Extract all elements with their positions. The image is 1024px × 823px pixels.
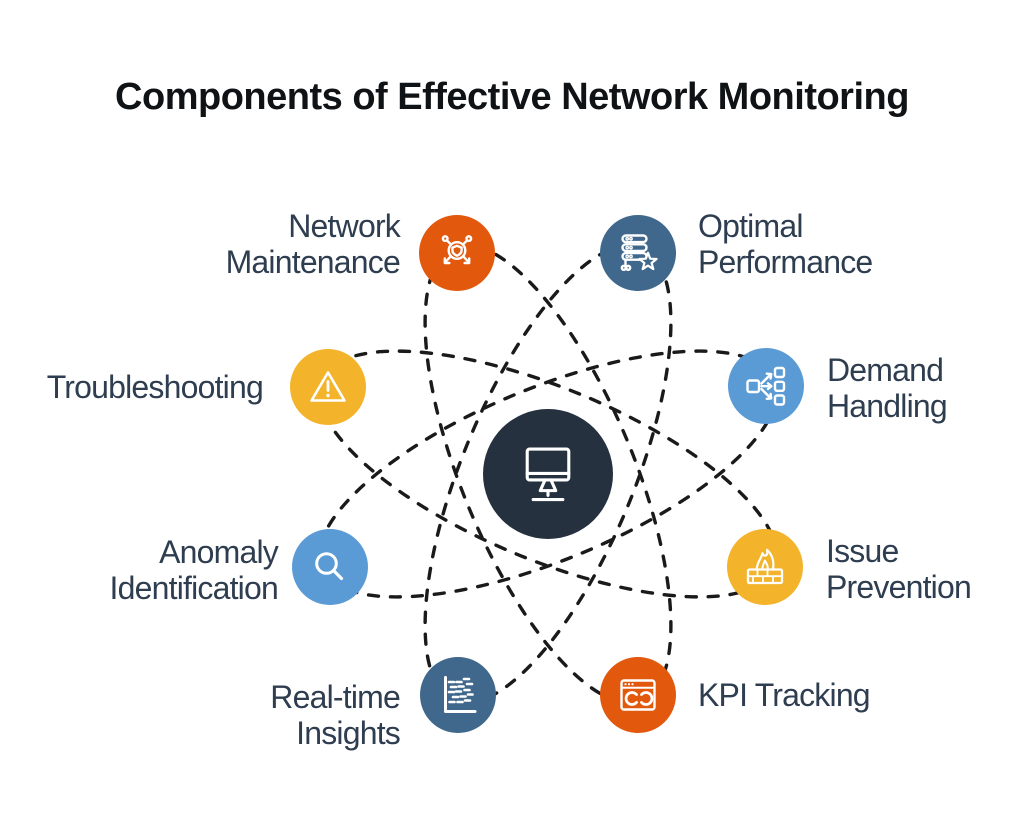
label-line: Network <box>288 208 401 244</box>
page-title: Components of Effective Network Monitori… <box>115 76 909 118</box>
label-line: KPI Tracking <box>698 677 871 713</box>
label-troubleshooting: Troubleshooting <box>46 369 264 405</box>
server-star-icon <box>620 234 658 271</box>
node-troubleshooting <box>290 349 366 425</box>
warning-triangle-icon <box>310 371 346 402</box>
magnifier-icon <box>315 552 344 581</box>
kpi-browser-icon <box>620 679 656 711</box>
label-line: Demand <box>827 352 944 388</box>
label-line: Issue <box>826 533 899 569</box>
distribution-icon <box>746 366 786 406</box>
label-line: Handling <box>827 388 948 424</box>
node-kpi-tracking <box>600 657 676 733</box>
node-anomaly-identification <box>292 529 368 605</box>
label-demand-handling: Demand Handling <box>827 352 948 424</box>
node-demand-handling <box>728 348 804 424</box>
label-optimal-performance: Optimal Performance <box>698 208 873 280</box>
node-issue-prevention <box>727 529 803 605</box>
label-line: Optimal <box>698 208 803 244</box>
label-line: Troubleshooting <box>46 369 264 405</box>
label-realtime-insights: Real-time Insights <box>270 679 401 751</box>
label-network-maintenance: Network Maintenance <box>225 208 401 280</box>
label-line: Real-time <box>270 679 401 715</box>
label-line: Anomaly <box>159 534 279 570</box>
label-issue-prevention: Issue Prevention <box>826 533 972 605</box>
label-line: Prevention <box>826 569 972 605</box>
node-optimal-performance <box>600 215 676 291</box>
node-network-maintenance <box>419 215 495 291</box>
network-protection-icon <box>441 235 473 265</box>
label-line: Insights <box>296 715 401 751</box>
scatter-chart-icon <box>444 676 477 713</box>
label-line: Maintenance <box>225 244 401 280</box>
label-kpi-tracking: KPI Tracking <box>698 677 871 713</box>
label-line: Performance <box>698 244 873 280</box>
center-node <box>483 409 613 539</box>
label-line: Identification <box>109 570 279 606</box>
node-realtime-insights <box>420 657 496 733</box>
label-anomaly-identification: Anomaly Identification <box>109 534 279 606</box>
firewall-icon <box>746 548 784 585</box>
monitor-icon <box>525 447 571 502</box>
